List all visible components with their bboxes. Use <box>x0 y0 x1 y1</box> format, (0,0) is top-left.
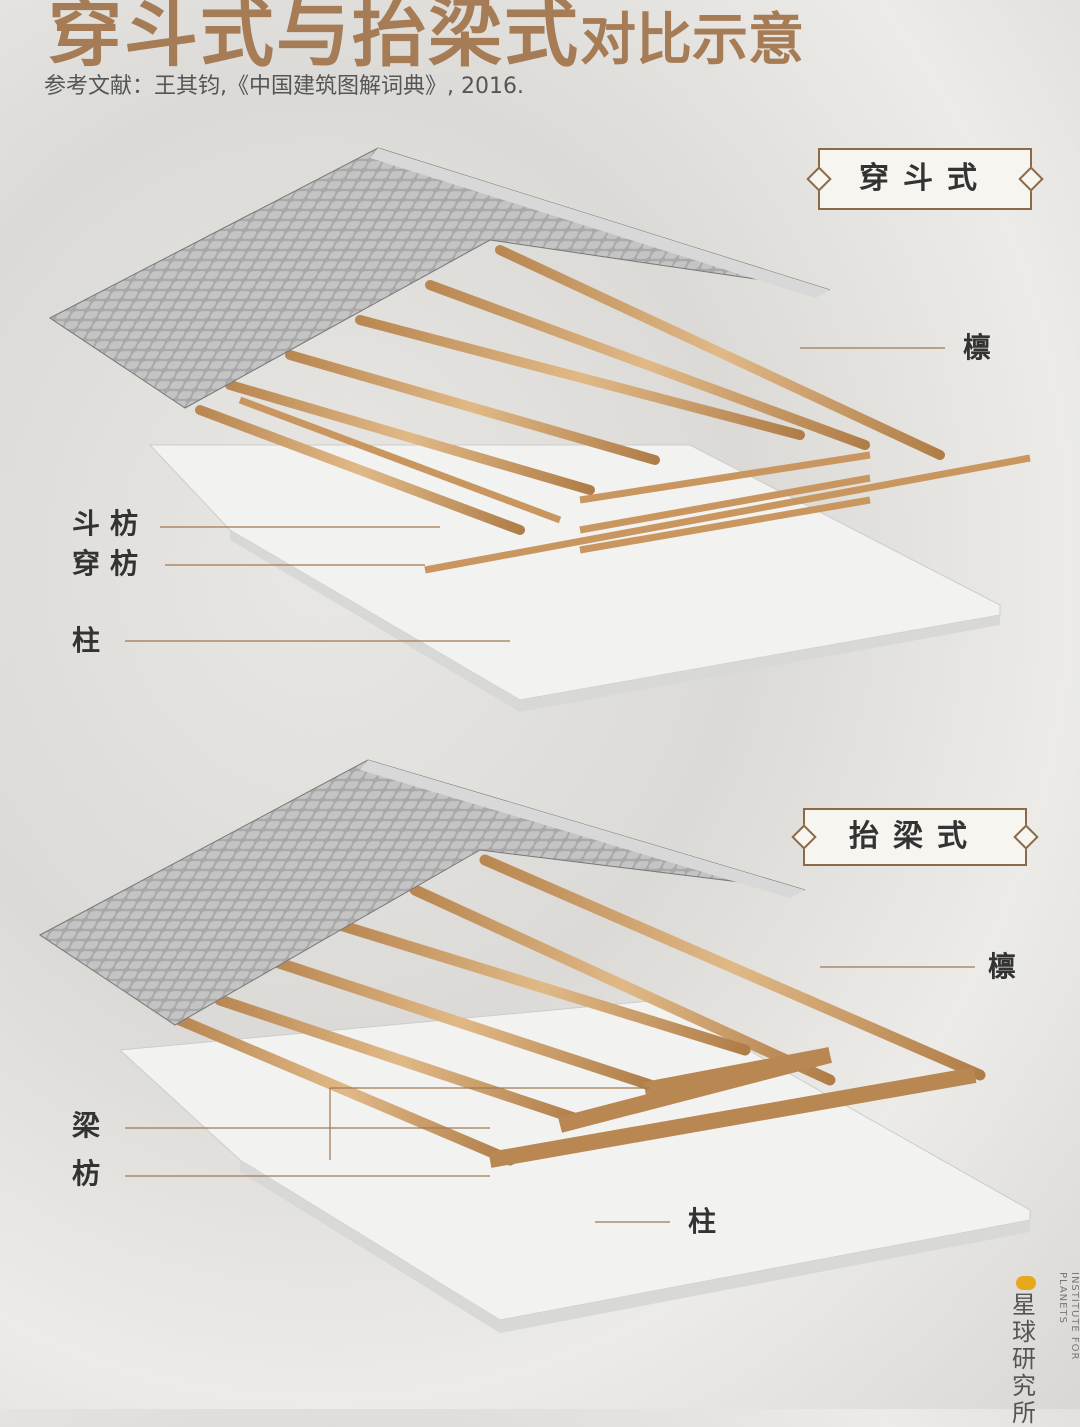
columns <box>199 395 944 665</box>
logo: 星球研究所 INSTITUTE FOR PLANETS <box>1012 1272 1080 1427</box>
page-title: 穿斗式与抬梁式对比示意 <box>48 0 804 73</box>
label-dou-fang: 斗枋 <box>72 507 149 540</box>
tag-chuandou: 穿斗式 <box>818 148 1032 210</box>
label-column-top: 柱 <box>72 624 111 657</box>
logo-english: INSTITUTE FOR PLANETS <box>1057 1272 1080 1361</box>
label-purlin-top: 檩 <box>963 331 1002 364</box>
columns <box>171 1020 967 1285</box>
title-suffix: 对比示意 <box>580 7 804 73</box>
beams <box>488 1047 977 1168</box>
label-beam: 梁 <box>72 1109 111 1142</box>
label-chuan-fang: 穿枋 <box>72 547 149 580</box>
reference-citation: 参考文献：王其钧,《中国建筑图解词典》, 2016. <box>44 74 524 99</box>
tag-tailiang: 抬梁式 <box>803 808 1027 866</box>
leader-lines <box>125 347 975 1223</box>
logo-mark-icon <box>1016 1276 1036 1290</box>
roof <box>49 147 831 409</box>
purlins <box>195 245 945 535</box>
label-fang: 枋 <box>72 1157 111 1190</box>
chuandou-structure <box>49 147 1031 712</box>
logo-name: 星球研究所 <box>1012 1291 1036 1427</box>
tailiang-structure <box>39 759 1031 1333</box>
label-column-bottom: 柱 <box>688 1205 727 1238</box>
purlins <box>174 854 986 1166</box>
label-purlin-bottom: 檩 <box>988 950 1027 983</box>
roof <box>39 759 806 1026</box>
title-main: 穿斗式与抬梁式 <box>48 0 580 77</box>
